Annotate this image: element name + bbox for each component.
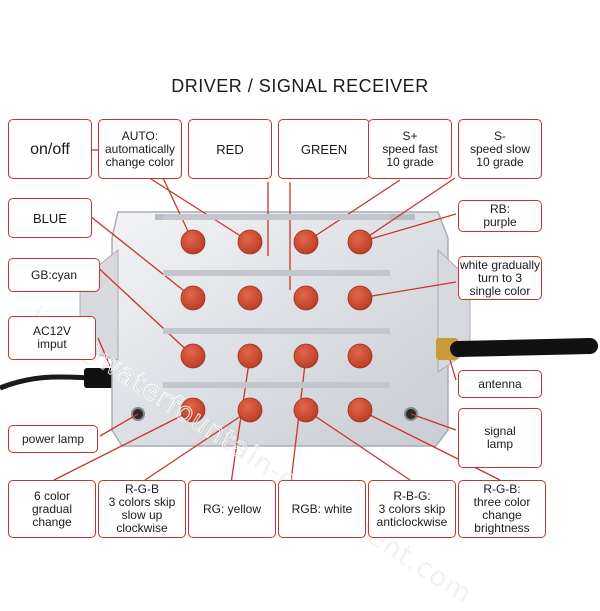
- button-caption-print: [220, 270, 280, 276]
- remote-button-3[interactable]: [293, 229, 319, 255]
- button-caption-print: [330, 328, 390, 334]
- button-caption-print: [163, 270, 223, 276]
- button-caption-print: [276, 328, 336, 334]
- remote-button-15[interactable]: [293, 397, 319, 423]
- label-rgb-brightness: R-G-B: three color change brightness: [458, 480, 546, 538]
- button-caption-print: [220, 382, 280, 388]
- power-plug: [84, 368, 116, 388]
- label-blue: BLUE: [8, 198, 92, 238]
- label-rg-yellow: RG: yellow: [188, 480, 276, 538]
- label-signal-lamp: signal lamp: [458, 408, 542, 468]
- remote-button-7[interactable]: [293, 285, 319, 311]
- button-caption-print: [330, 270, 390, 276]
- label-s-minus: S- speed slow 10 grade: [458, 119, 542, 179]
- button-caption-print: [276, 270, 336, 276]
- label-auto: AUTO: automatically change color: [98, 119, 182, 179]
- remote-button-6[interactable]: [237, 285, 263, 311]
- button-caption-print: [276, 382, 336, 388]
- label-gb: GB:cyan: [8, 258, 100, 292]
- label-s-plus: S+ speed fast 10 grade: [368, 119, 452, 179]
- button-caption-print: [163, 214, 223, 220]
- antenna-rod: [450, 338, 598, 357]
- remote-button-11[interactable]: [293, 343, 319, 369]
- label-rb: RB: purple: [458, 200, 542, 232]
- remote-button-12[interactable]: [347, 343, 373, 369]
- button-caption-print: [330, 214, 390, 220]
- button-caption-print: [163, 328, 223, 334]
- remote-button-10[interactable]: [237, 343, 263, 369]
- label-rgb-white: RGB: white: [278, 480, 366, 538]
- button-caption-print: [330, 382, 390, 388]
- remote-button-1[interactable]: [180, 229, 206, 255]
- remote-button-9[interactable]: [180, 343, 206, 369]
- label-rgb-skip-clockwise: R-G-B 3 colors skip slow up clockwise: [98, 480, 186, 538]
- label-rbg-skip-anticlockwise: R-B-G: 3 colors skip anticlockwise: [368, 480, 456, 538]
- label-power-lamp: power lamp: [8, 425, 98, 453]
- button-caption-print: [276, 214, 336, 220]
- remote-button-2[interactable]: [237, 229, 263, 255]
- button-caption-print: [220, 328, 280, 334]
- label-white-gradually: white gradually turn to 3 single color: [458, 256, 542, 300]
- page-title: DRIVER / SIGNAL RECEIVER: [171, 76, 429, 96]
- remote-button-8[interactable]: [347, 285, 373, 311]
- button-caption-print: [220, 214, 280, 220]
- label-ac12v: AC12V imput: [8, 316, 96, 360]
- label-green: GREEN: [278, 119, 370, 179]
- remote-button-4[interactable]: [347, 229, 373, 255]
- label-on-off: on/off: [8, 119, 92, 179]
- remote-button-16[interactable]: [347, 397, 373, 423]
- button-caption-print: [163, 382, 223, 388]
- remote-button-13[interactable]: [180, 397, 206, 423]
- remote-button-5[interactable]: [180, 285, 206, 311]
- remote-button-14[interactable]: [237, 397, 263, 423]
- label-antenna: antenna: [458, 370, 542, 398]
- label-red: RED: [188, 119, 272, 179]
- label-six-color: 6 color gradual change: [8, 480, 96, 538]
